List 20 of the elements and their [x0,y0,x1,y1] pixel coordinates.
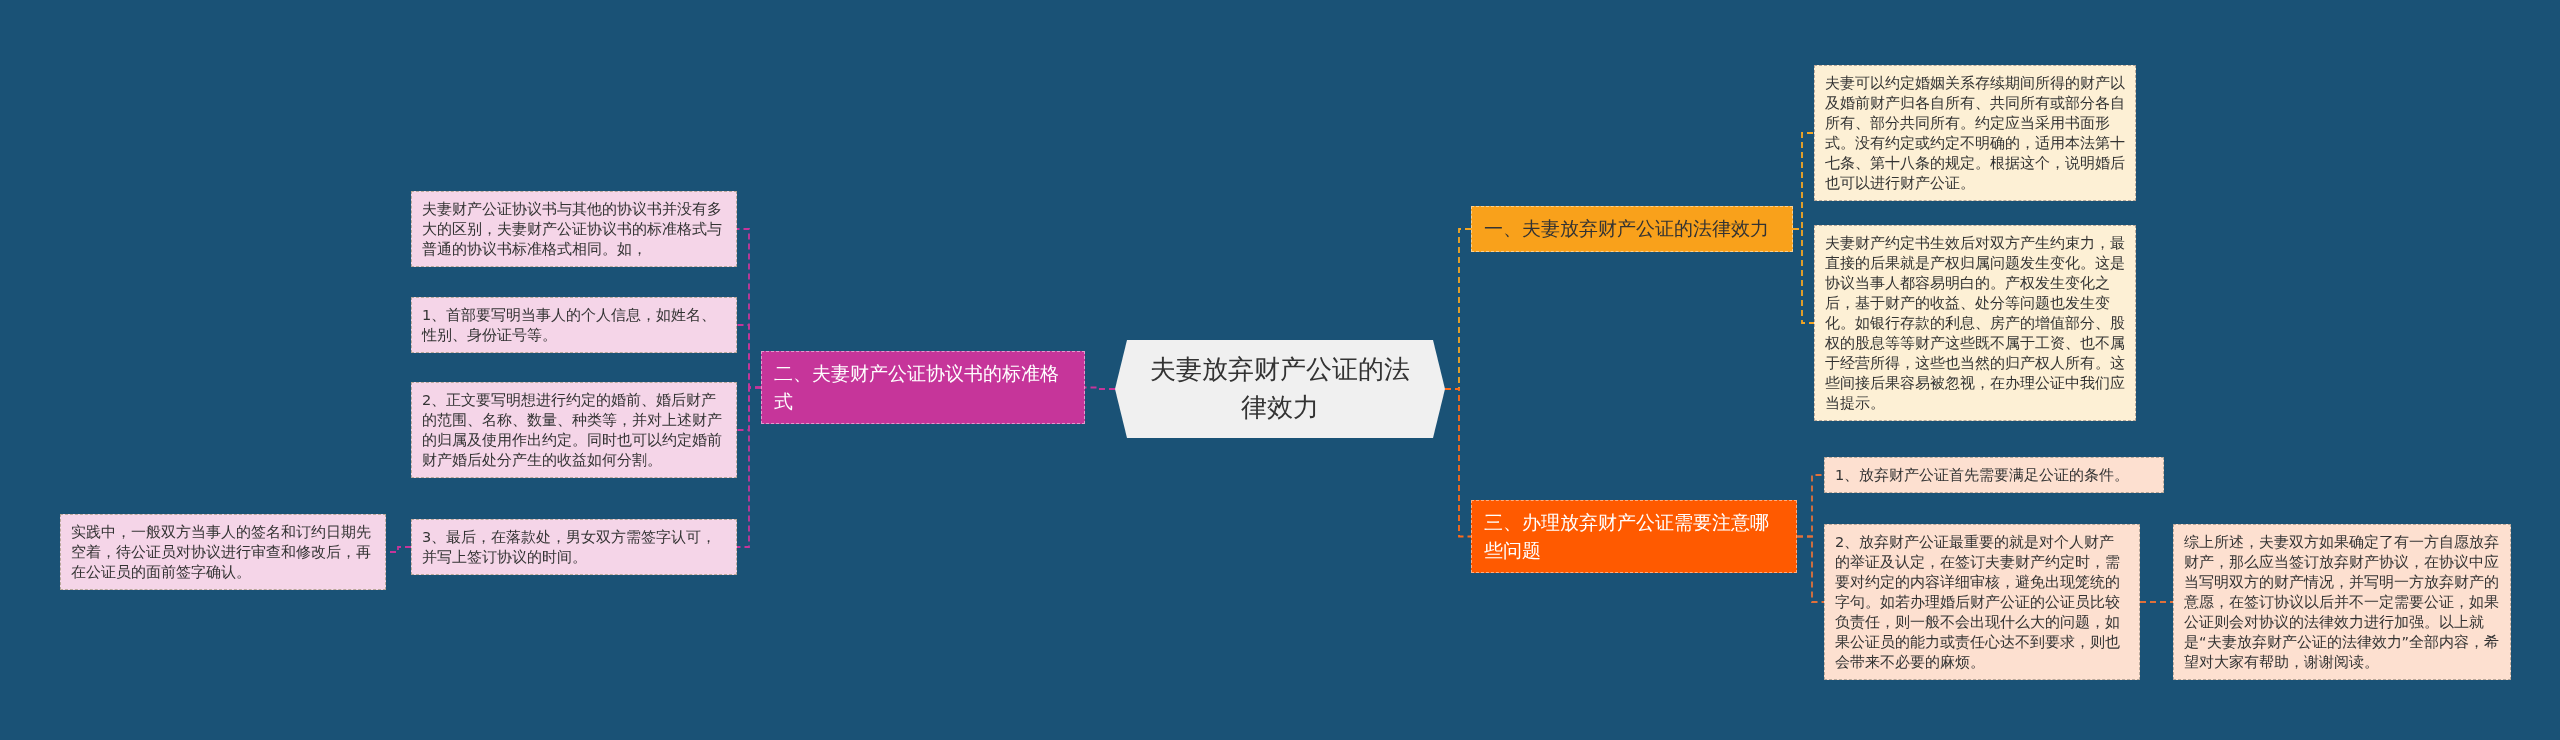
note-box: 夫妻财产公证协议书与其他的协议书并没有多大的区别，夫妻财产公证协议书的标准格式与普通的协议书标准格式相同。如， [411,191,737,267]
branch-box: 二、夫妻财产公证协议书的标准格式 [761,351,1085,425]
note-box: 2、正文要写明想进行约定的婚前、婚后财产的范围、名称、数量、种类等，并对上述财产的归属及使用作出约定。同时也可以约定婚前财产婚后处分产生的收益如何分割。 [411,382,737,478]
branch-box: 三、办理放弃财产公证需要注意哪些问题 [1471,500,1797,574]
connector-line [736,386,762,548]
note-box: 1、首部要写明当事人的个人信息，如姓名、性别、身份证号等。 [411,297,737,353]
note-box: 夫妻可以约定婚姻关系存续期间所得的财产以及婚前财产归各自所有、共同所有或部分各自所有、部分共同所有。约定应当采用书面形式。没有约定或约定不明确的，适用本法第十七条、第十八条的规定。根据这个，说明婚后也可以进行财产公证。 [1814,65,2136,201]
note-box: 3、最后，在落款处，男女双方需签字认可，并写上签订协议的时间。 [411,519,737,575]
connector-line [2139,601,2174,603]
note-box: 2、放弃财产公证最重要的就是对个人财产的举证及认定，在签订夫妻财产约定时，需要对约定的内容详细审核，避免出现笼统的字句。如若办理婚后财产公证的公证员比较负责任，则一般不会出现什么大的问题，如果公证员的能力或责任心达不到要求，则也会带来不必要的麻烦。 [1824,524,2140,680]
note-box: 夫妻财产约定书生效后对双方产生约束力，最直接的后果就是产权归属问题发生变化。这是协议当事人都容易明白的。产权发生变化之后，基于财产的收益、处分等问题也发生变化。如银行存款的利息、房产的增值部分、股权的股息等等财产这些既不属于工资、也不属于经营所得，这些也当然的归产权人所有。这些间接后果容易被忽视，在办理公证中我们应当提示。 [1814,225,2136,421]
note-box: 综上所述，夫妻双方如果确定了有一方自愿放弃财产，那么应当签订放弃财产协议，在协议中应当写明双方的财产情况，并写明一方放弃财产的意愿，在签订协议以后并不一定需要公证，如果公证则会对协议的法律效力进行加强。以上就是“夫妻放弃财产公证的法律效力”全部内容，希望对大家有帮助，谢谢阅读。 [2173,524,2511,680]
connector-line [1084,386,1116,390]
connector-line [1796,535,1825,603]
branch-box: 一、夫妻放弃财产公证的法律效力 [1471,206,1793,252]
note-box: 1、放弃财产公证首先需要满足公证的条件。 [1824,457,2164,493]
connector-line [1444,388,1472,538]
note-box: 实践中，一般双方当事人的签名和订约日期先空着，待公证员对协议进行审查和修改后，再在公证员的面前签字确认。 [60,514,386,590]
topic-hexagon: 夫妻放弃财产公证的法律效力 [1115,340,1445,438]
connector-line [1792,228,1815,324]
